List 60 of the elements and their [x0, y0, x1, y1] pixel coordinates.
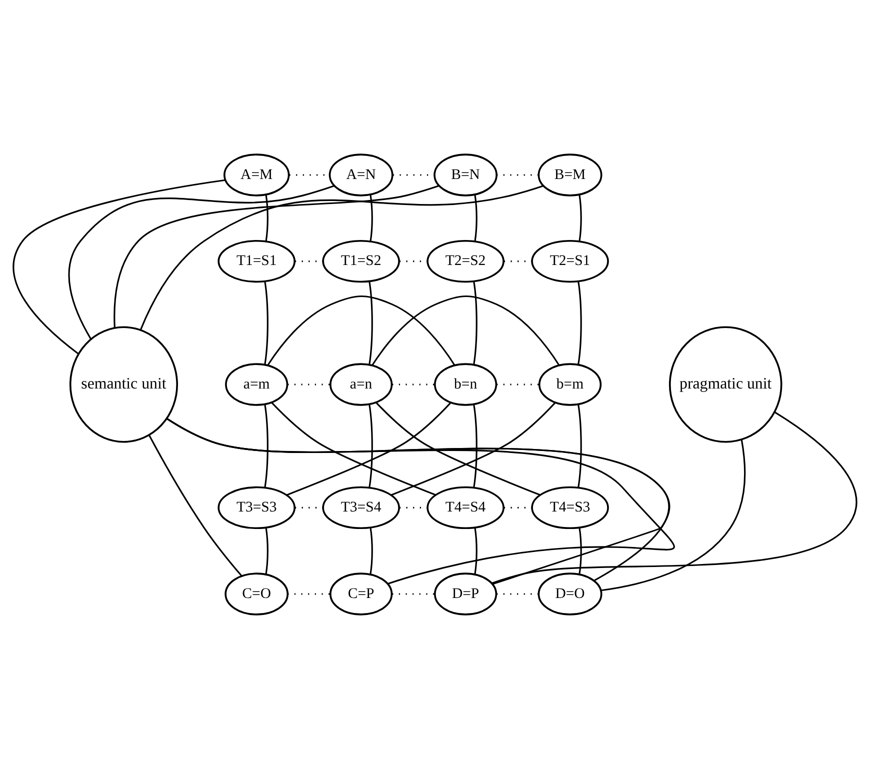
- connector: [578, 527, 582, 574]
- node-ellipse: A=M: [224, 153, 290, 196]
- connector: [504, 506, 532, 508]
- node-ellipse: a=m: [225, 362, 288, 406]
- connector: [265, 527, 268, 574]
- connector: [370, 527, 373, 574]
- connector: [264, 404, 268, 488]
- connector: [392, 592, 435, 594]
- connector: [474, 527, 478, 574]
- connector: [473, 404, 478, 488]
- connector: [12, 178, 226, 354]
- connector: [288, 592, 330, 594]
- connector: [399, 506, 428, 508]
- node-ellipse: C=P: [330, 572, 393, 615]
- node-ellipse: T2=S2: [426, 239, 504, 282]
- node-circle: semantic unit: [69, 326, 178, 442]
- connector: [376, 401, 540, 496]
- node-ellipse: a=n: [330, 362, 393, 406]
- connector: [264, 280, 268, 364]
- connector: [578, 404, 582, 488]
- node-ellipse: D=P: [434, 572, 498, 615]
- connector: [368, 404, 373, 488]
- connector: [271, 401, 436, 496]
- node-ellipse: A=N: [328, 153, 394, 196]
- connector: [370, 194, 373, 241]
- node-ellipse: T2=S1: [531, 239, 609, 282]
- connector: [148, 434, 242, 576]
- connector: [140, 184, 544, 330]
- connector: [265, 194, 268, 241]
- connector: [286, 402, 452, 496]
- node-ellipse: T4=S4: [426, 486, 504, 529]
- connector: [491, 411, 857, 584]
- node-ellipse: T1=S1: [218, 239, 296, 282]
- connector: [578, 280, 582, 364]
- connector: [372, 295, 560, 366]
- node-ellipse: C=O: [224, 572, 289, 615]
- connector: [368, 280, 373, 364]
- node-circle: pragmatic unit: [668, 326, 782, 442]
- connector: [114, 184, 440, 328]
- node-ellipse: T3=S4: [322, 486, 400, 529]
- node-ellipse: D=O: [538, 572, 602, 615]
- node-ellipse: b=m: [538, 362, 602, 406]
- node-ellipse: b=n: [434, 362, 498, 406]
- connector: [474, 194, 478, 241]
- connector: [392, 383, 435, 385]
- connector: [288, 383, 330, 385]
- connector: [294, 506, 323, 508]
- connector: [68, 184, 334, 339]
- node-ellipse: B=N: [434, 153, 498, 196]
- connector: [496, 383, 540, 385]
- connector: [496, 592, 538, 594]
- connector: [267, 295, 456, 366]
- connector: [578, 194, 582, 241]
- connector: [473, 280, 478, 364]
- node-ellipse: T1=S2: [322, 239, 400, 282]
- node-ellipse: T4=S3: [531, 486, 609, 529]
- node-ellipse: T3=S3: [218, 486, 296, 529]
- connector: [390, 402, 556, 496]
- connector: [601, 438, 746, 591]
- node-ellipse: B=M: [538, 153, 602, 196]
